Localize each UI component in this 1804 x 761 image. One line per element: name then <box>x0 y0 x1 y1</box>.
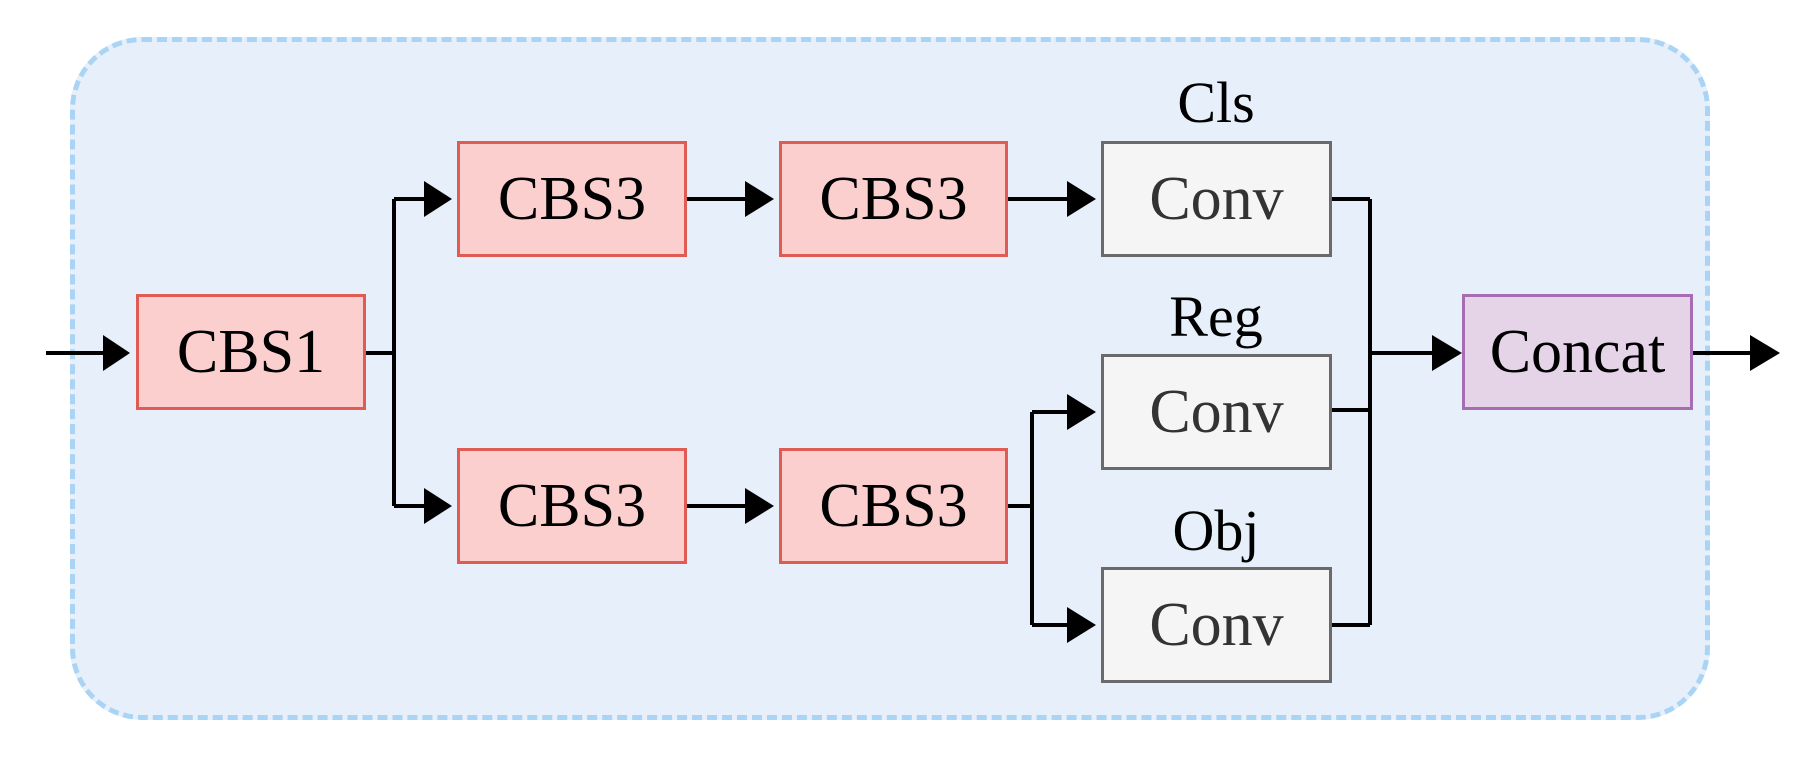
reg-conv-block: Conv <box>1101 354 1332 470</box>
concat-in-arrowhead <box>1432 335 1462 371</box>
reg-conv-arrowhead <box>1067 394 1096 430</box>
obj-head-label: Obj <box>1172 498 1260 563</box>
cbs1-label: CBS1 <box>176 318 326 386</box>
split-bottom-arrowhead <box>424 488 452 524</box>
cbs3-bottom-first-label: CBS3 <box>497 472 647 540</box>
cls-conv-label: Conv <box>1149 165 1284 233</box>
cbs3-top-second-label: CBS3 <box>819 165 968 233</box>
cbs3-bottom-second-block: CBS3 <box>779 448 1008 564</box>
cbs3-bottom-second-label: CBS3 <box>819 472 968 540</box>
cls-conv-arrowhead <box>1067 181 1096 217</box>
cbs3-bottom-first-block: CBS3 <box>457 448 687 564</box>
obj-conv-label: Conv <box>1149 591 1284 659</box>
reg-head-label: Reg <box>1169 284 1263 349</box>
concat-label: Concat <box>1489 318 1666 386</box>
cbs3-top-first-block: CBS3 <box>457 141 687 257</box>
reg-conv-label: Conv <box>1149 378 1284 446</box>
cls-head-label: Cls <box>1177 70 1255 135</box>
obj-conv-arrowhead <box>1067 607 1096 643</box>
input-arrowhead <box>103 335 130 371</box>
cls-conv-block: Conv <box>1101 141 1332 257</box>
cbs1-block: CBS1 <box>136 294 366 410</box>
output-arrowhead <box>1750 335 1780 371</box>
cbs3-top-second-block: CBS3 <box>779 141 1008 257</box>
split-top-arrowhead <box>424 181 452 217</box>
cbs3-top-first-label: CBS3 <box>497 165 647 233</box>
obj-conv-block: Conv <box>1101 567 1332 683</box>
bottom-cbs3-arrowhead <box>745 488 774 524</box>
concat-block: Concat <box>1462 294 1693 410</box>
top-cbs3-arrowhead <box>745 181 774 217</box>
